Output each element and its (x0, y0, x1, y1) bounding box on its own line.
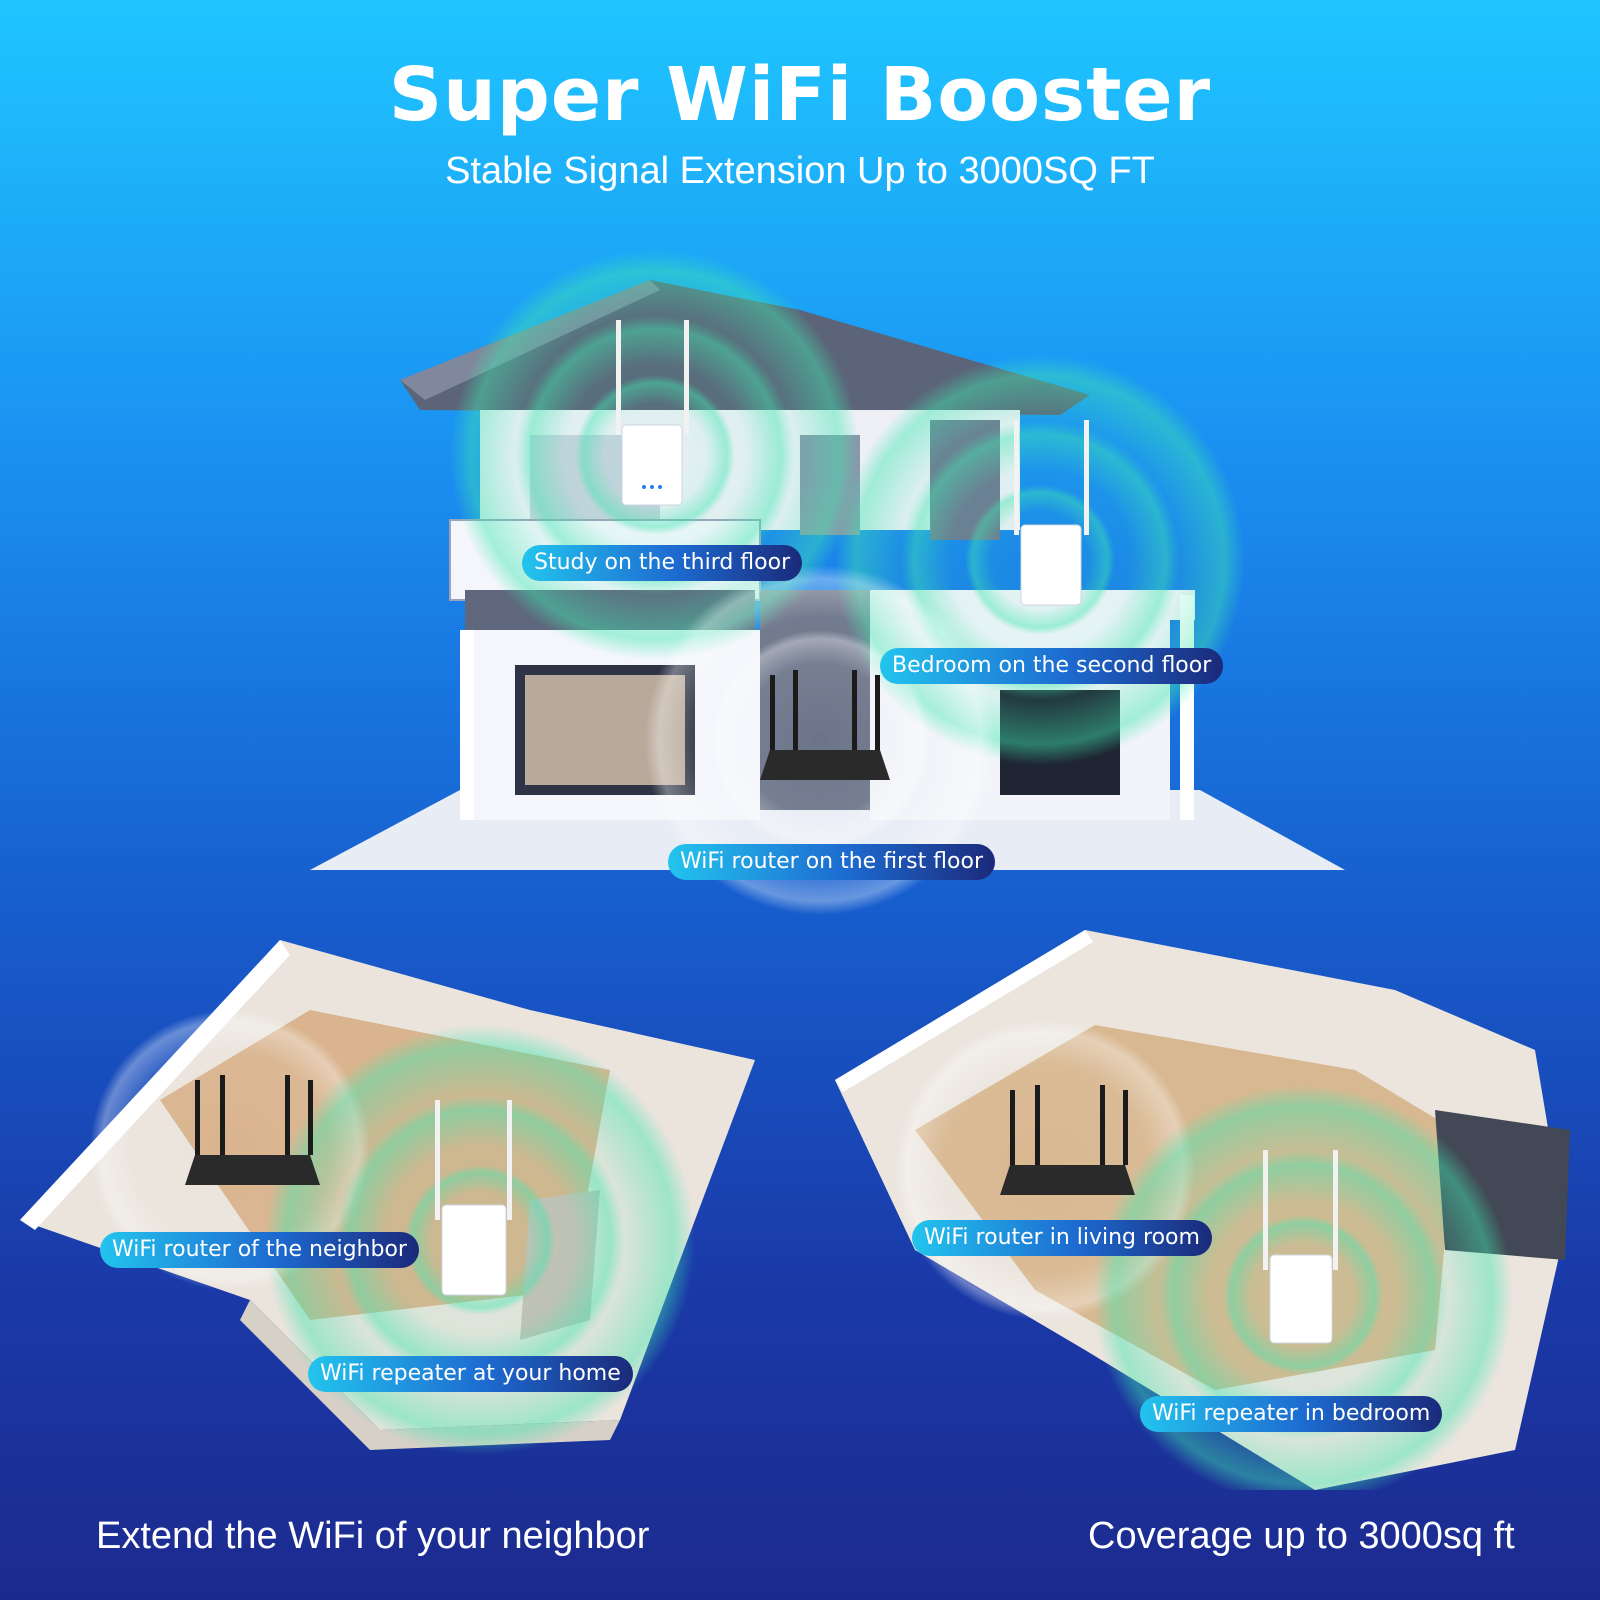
label-neighbor-router: WiFi router of the neighbor (100, 1232, 419, 1268)
label-living-room-router: WiFi router in living room (912, 1220, 1212, 1256)
router-device-icon (1000, 1085, 1135, 1195)
repeater-device-icon (435, 1100, 512, 1296)
repeater-device-icon (1263, 1150, 1338, 1344)
page-title: Super WiFi Booster (388, 52, 1212, 138)
caption-coverage: Coverage up to 3000sq ft (1088, 1515, 1515, 1557)
label-third-floor: Study on the third floor (522, 545, 803, 581)
page-subtitle: Stable Signal Extension Up to 3000SQ FT (445, 150, 1155, 192)
label-second-floor: Bedroom on the second floor (880, 648, 1224, 684)
caption-neighbor: Extend the WiFi of your neighbor (96, 1515, 650, 1557)
label-first-floor: WiFi router on the first floor (668, 844, 996, 880)
neighbor-floorplan-illustration (20, 940, 755, 1455)
repeater-device-icon (616, 320, 689, 506)
label-bedroom-repeater: WiFi repeater in bedroom (1140, 1396, 1443, 1432)
label-home-repeater: WiFi repeater at your home (308, 1356, 633, 1392)
router-device-icon (760, 670, 890, 780)
repeater-device-icon (1014, 420, 1089, 606)
router-device-icon (185, 1075, 320, 1185)
house-illustration (310, 250, 1345, 915)
